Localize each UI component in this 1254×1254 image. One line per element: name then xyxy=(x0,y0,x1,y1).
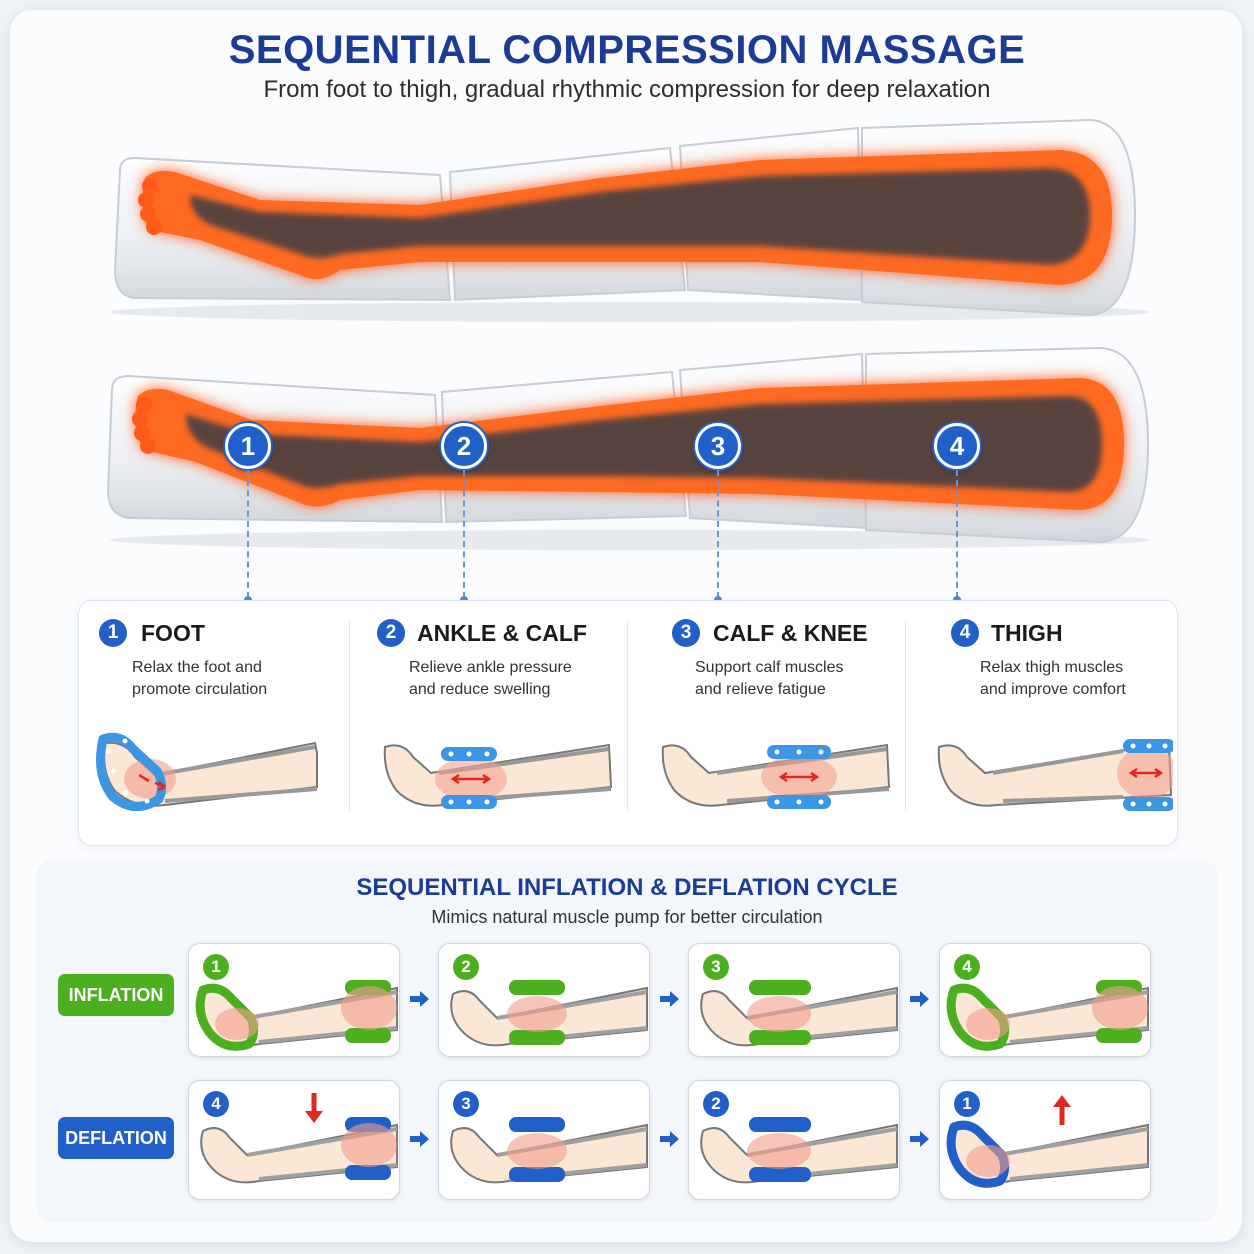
cycle-title: SEQUENTIAL INFLATION & DEFLATION CYCLE xyxy=(356,874,898,901)
deflation-step-card: 1 xyxy=(939,1080,1151,1200)
page-title: SEQUENTIAL COMPRESSION MASSAGE xyxy=(228,28,1026,72)
next-step-arrow-icon xyxy=(658,990,680,1008)
next-step-arrow-icon xyxy=(408,990,430,1008)
zone-number: 3 xyxy=(672,619,700,647)
foot-compression-illustration xyxy=(96,732,318,811)
divider xyxy=(349,621,350,811)
next-step-arrow-icon xyxy=(408,1130,430,1148)
inflation-label: INFLATION xyxy=(58,974,174,1016)
step-number: 4 xyxy=(203,1091,229,1117)
zone-badge-3: 3 xyxy=(695,423,741,469)
step-number: 2 xyxy=(453,954,479,980)
leader-line-4 xyxy=(956,470,958,598)
leg-bottom xyxy=(106,346,1150,550)
zone-name: CALF & KNEE xyxy=(713,620,868,646)
calf-knee-compression-illustration xyxy=(661,743,891,809)
next-step-arrow-icon xyxy=(658,1130,680,1148)
zone-name: ANKLE & CALF xyxy=(417,620,587,646)
cycle-subtitle: Mimics natural muscle pump for better ci… xyxy=(431,907,823,927)
inflation-step-card: 2 xyxy=(438,943,650,1057)
leg-step-illustration xyxy=(450,980,648,1047)
inflation-step-card: 3 xyxy=(688,943,900,1057)
step-number: 3 xyxy=(703,954,729,980)
deflation-step-card: 4 xyxy=(188,1080,400,1200)
leader-line-3 xyxy=(717,470,719,598)
step-number: 2 xyxy=(703,1091,729,1117)
step-number: 3 xyxy=(453,1091,479,1117)
step-number: 1 xyxy=(954,1091,980,1117)
leg-step-illustration xyxy=(946,1095,1149,1188)
leg-sleeve-illustration xyxy=(106,118,1150,550)
step-number: 4 xyxy=(954,954,980,980)
deflation-step-card: 3 xyxy=(438,1080,650,1200)
next-step-arrow-icon xyxy=(908,1130,930,1148)
leg-step-illustration xyxy=(700,980,898,1047)
deflation-label: DEFLATION xyxy=(58,1117,174,1159)
zone-badge-2: 2 xyxy=(441,423,487,469)
zone-name: FOOT xyxy=(141,620,205,646)
inflation-step-card: 1 xyxy=(188,943,400,1057)
leg-step-illustration xyxy=(450,1117,648,1184)
leg-step-illustration xyxy=(946,980,1149,1051)
zone-number: 1 xyxy=(99,619,127,647)
leg-top xyxy=(110,118,1150,322)
zone-badge-1: 1 xyxy=(225,423,271,469)
divider xyxy=(627,621,628,811)
divider xyxy=(905,621,906,811)
leg-step-illustration xyxy=(700,1117,898,1184)
leg-step-illustration xyxy=(195,980,398,1051)
zone-number: 4 xyxy=(951,619,979,647)
ankle-calf-compression-illustration xyxy=(383,743,613,809)
page-subtitle: From foot to thigh, gradual rhythmic com… xyxy=(263,76,991,103)
thigh-compression-illustration xyxy=(937,739,1173,811)
leader-line-1 xyxy=(247,470,249,598)
step-number: 1 xyxy=(203,954,229,980)
inflation-step-card: 4 xyxy=(939,943,1151,1057)
leg-step-illustration xyxy=(200,1093,398,1184)
zone-name: THIGH xyxy=(991,620,1063,646)
next-step-arrow-icon xyxy=(908,990,930,1008)
deflation-step-card: 2 xyxy=(688,1080,900,1200)
leader-line-2 xyxy=(463,470,465,598)
zone-badge-4: 4 xyxy=(934,423,980,469)
zone-number: 2 xyxy=(377,619,405,647)
